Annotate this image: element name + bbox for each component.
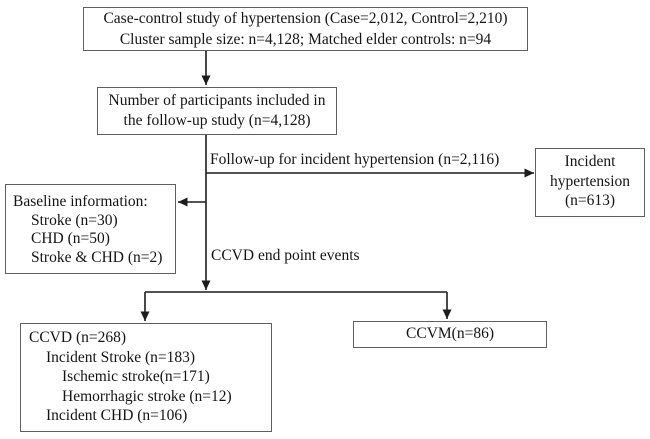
ccvm-box: CCVM(n=86) bbox=[353, 321, 547, 348]
incident-hypertension-line-1: Incident bbox=[564, 153, 616, 170]
ccvm-line: CCVM(n=86) bbox=[406, 325, 494, 342]
study-box-line-1: Case-control study of hypertension (Case… bbox=[103, 10, 508, 27]
participants-box-line-2: the follow-up study (n=4,128) bbox=[123, 111, 311, 129]
participants-box-line-1: Number of participants included in bbox=[108, 92, 326, 109]
ccvd-ischemic-stroke-line: Ischemic stroke(n=171) bbox=[62, 368, 210, 385]
baseline-item-stroke-and-chd: Stroke & CHD (n=2) bbox=[31, 248, 163, 266]
follow-up-edge-label: Follow-up for incident hypertension (n=2… bbox=[210, 151, 500, 168]
study-box-line-2: Cluster sample size: n=4,128; Matched el… bbox=[119, 30, 492, 48]
ccvd-incident-chd-line: Incident CHD (n=106) bbox=[46, 407, 188, 424]
ccvd-hemorrhagic-stroke-line: Hemorrhagic stroke (n=12) bbox=[62, 387, 232, 405]
ccvd-endpoint-edge-label: CCVD end point events bbox=[211, 247, 360, 264]
incident-hypertension-line-3: (n=613) bbox=[564, 192, 616, 209]
study-population-box: Case-control study of hypertension (Case… bbox=[83, 7, 528, 51]
incident-hypertension-box: Incident hypertension (n=613) bbox=[535, 148, 645, 217]
baseline-title: Baseline information: bbox=[13, 193, 148, 210]
ccvd-outcomes-box: CCVD (n=268) Incident Stroke (n=183) Isc… bbox=[20, 323, 272, 432]
incident-hypertension-line-2: hypertension bbox=[549, 172, 631, 190]
baseline-item-chd: CHD (n=50) bbox=[31, 230, 110, 247]
baseline-information-box: Baseline information: Stroke (n=30) CHD … bbox=[5, 184, 176, 274]
participants-box: Number of participants included in the f… bbox=[97, 87, 337, 135]
ccvd-total-line: CCVD (n=268) bbox=[29, 329, 127, 346]
baseline-item-stroke: Stroke (n=30) bbox=[31, 211, 118, 229]
ccvd-incident-stroke-line: Incident Stroke (n=183) bbox=[46, 348, 196, 366]
